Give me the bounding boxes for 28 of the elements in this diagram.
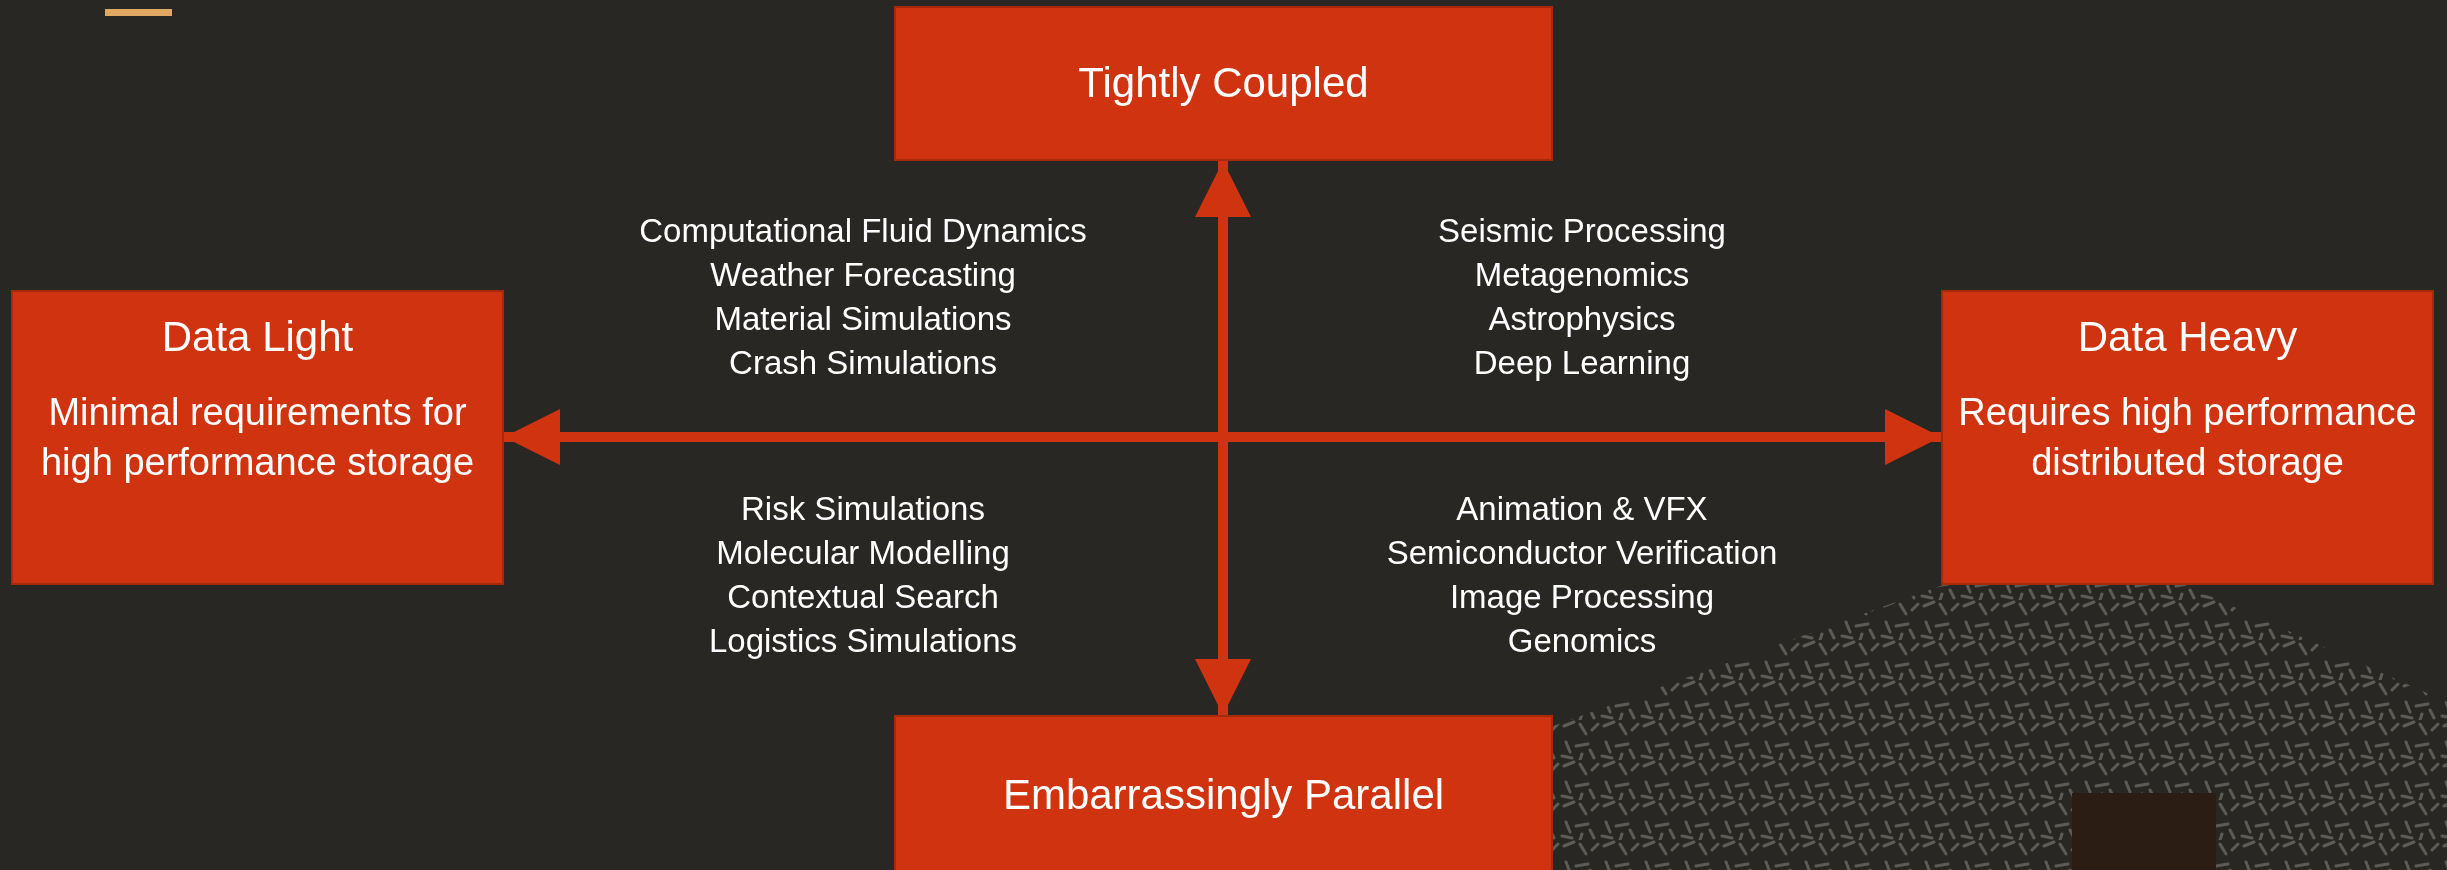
application-label: Molecular Modelling	[716, 533, 1010, 573]
application-label: Semiconductor Verification	[1386, 533, 1778, 573]
category-title: Embarrassingly Parallel	[1002, 769, 1445, 820]
application-label: Computational Fluid Dynamics	[639, 211, 1087, 251]
application-label: Material Simulations	[714, 299, 1012, 339]
category-box	[1941, 290, 2434, 585]
category-description: Minimal requirements for high performance storage	[40, 390, 475, 485]
application-label: Deep Learning	[1473, 343, 1691, 383]
category-box	[894, 715, 1553, 870]
application-label: Genomics	[1507, 621, 1657, 661]
application-label: Logistics Simulations	[708, 621, 1018, 661]
application-label: Astrophysics	[1488, 299, 1676, 339]
category-title: Data Heavy	[2077, 312, 2298, 362]
application-label: Risk Simulations	[741, 489, 985, 529]
application-label: Metagenomics	[1474, 255, 1690, 295]
category-description: Requires high performance distributed storage	[1957, 390, 2418, 485]
category-box	[11, 290, 504, 585]
double-arrow	[504, 409, 1941, 465]
application-label: Contextual Search	[727, 577, 999, 617]
application-label: Image Processing	[1449, 577, 1715, 617]
category-title: Data Light	[161, 312, 354, 362]
application-label: Seismic Processing	[1438, 211, 1726, 251]
application-label: Weather Forecasting	[710, 255, 1016, 295]
application-label: Animation & VFX	[1456, 489, 1708, 529]
category-title: Tightly Coupled	[1078, 58, 1369, 109]
application-label: Crash Simulations	[729, 343, 997, 383]
category-box	[894, 6, 1553, 161]
double-arrow	[1195, 161, 1251, 715]
